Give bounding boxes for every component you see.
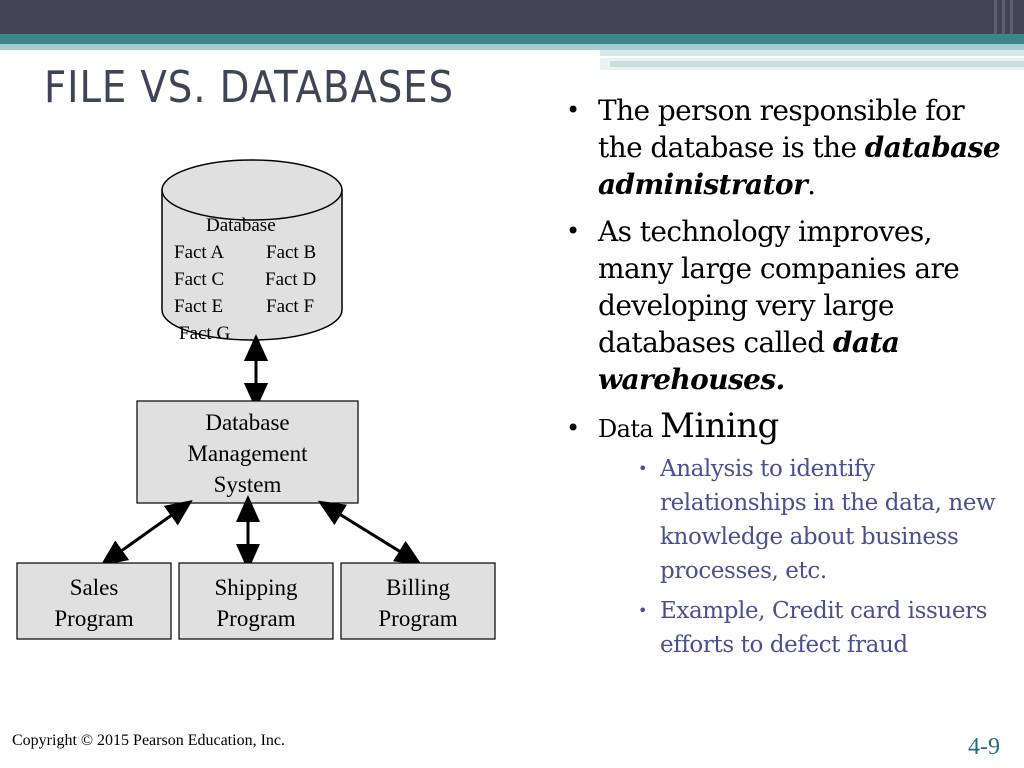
shipping-program-box [178,562,334,640]
slide-title: FILE VS. DATABASES [44,62,454,113]
bullet-list: • The person responsible for the databas… [566,92,1006,668]
header-stripe [1010,0,1013,34]
billing-program-label: Billing Program [378,575,458,631]
header-stripe [994,0,997,34]
fact-item: Fact C [174,269,225,290]
header-accent-bar [0,34,1024,44]
header-accent-bar-light [0,44,1024,50]
fact-item: Fact B [266,242,317,263]
bullet-item: • As technology improves, many large com… [566,215,960,396]
fact-item: Fact F [266,296,315,317]
billing-program-box [340,562,496,640]
database-diagram [16,159,496,640]
fact-item: Fact D [265,269,317,290]
sub-bullet-dot-icon: • [638,459,648,478]
fact-item: Fact G [179,323,231,344]
header-accent-bar-faint [600,58,1024,70]
sub-bullet-item: • Analysis to identify relationships in … [566,452,1006,588]
sales-program-label: Sales Program [54,575,134,631]
fact-item: Fact A [174,242,225,263]
bullet-dot-icon: • [566,414,580,442]
page-number: 4-9 [968,734,1000,760]
header-accent-bar-pale [600,50,1024,56]
bullet-item: • Data Mining [566,406,779,446]
sub-bullet-dot-icon: • [638,601,648,620]
sales-program-box [16,562,172,640]
bullet-dot-icon: • [566,217,580,245]
arrow-dbms-sales [100,500,193,566]
copyright-notice: Copyright © 2015 Pearson Education, Inc. [12,732,285,749]
dbms-label: Database Management System [187,410,308,497]
header-bar [0,0,1024,34]
fact-item: Fact E [174,296,224,317]
bullet-dot-icon: • [566,96,580,124]
arrow-dbms-billing [317,500,423,566]
shipping-program-label: Shipping Program [214,575,298,631]
database-label: Database [206,215,276,236]
database-cylinder [161,159,343,341]
bullet-item: • The person responsible for the databas… [566,94,1001,201]
header-stripe [1002,0,1005,34]
sub-bullet-item: • Example, Credit card issuers efforts t… [566,594,1006,662]
